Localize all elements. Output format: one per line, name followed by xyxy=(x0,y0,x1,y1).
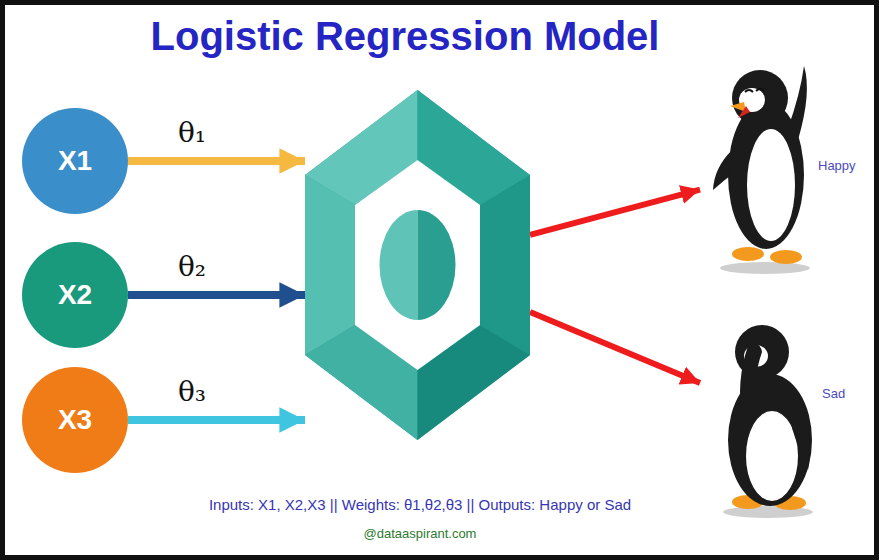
weight-arrow xyxy=(128,157,305,165)
output-arrow xyxy=(530,190,700,235)
model-hexagon xyxy=(305,90,530,440)
weight-label: θ₃ xyxy=(178,377,206,408)
weight-label: θ₁ xyxy=(178,118,206,149)
weight-label: θ₂ xyxy=(178,252,206,283)
hexagon-shape xyxy=(305,90,530,440)
output-happy: Happy xyxy=(700,60,865,275)
input-circle: X2 xyxy=(22,242,128,348)
input-name: X3 xyxy=(58,404,92,436)
output-sad: Sad xyxy=(700,310,865,525)
diagram-title: Logistic Regression Model xyxy=(0,14,810,59)
happy-penguin xyxy=(713,66,810,274)
input-name: X2 xyxy=(58,279,92,311)
output-name: Sad xyxy=(822,386,845,401)
legend-note: Inputs: X1, X2,X3 || Weights: θ1,θ2,θ3 |… xyxy=(0,496,840,513)
input-circle: X1 xyxy=(22,108,128,214)
output-name: Happy xyxy=(818,158,856,173)
watermark: @dataaspirant.com xyxy=(0,526,840,541)
input-name: X1 xyxy=(58,145,92,177)
weight-arrow xyxy=(128,416,305,424)
input-circle: X3 xyxy=(22,367,128,473)
sad-penguin xyxy=(723,325,813,518)
weight-arrow xyxy=(128,291,305,299)
output-arrow xyxy=(530,312,700,383)
